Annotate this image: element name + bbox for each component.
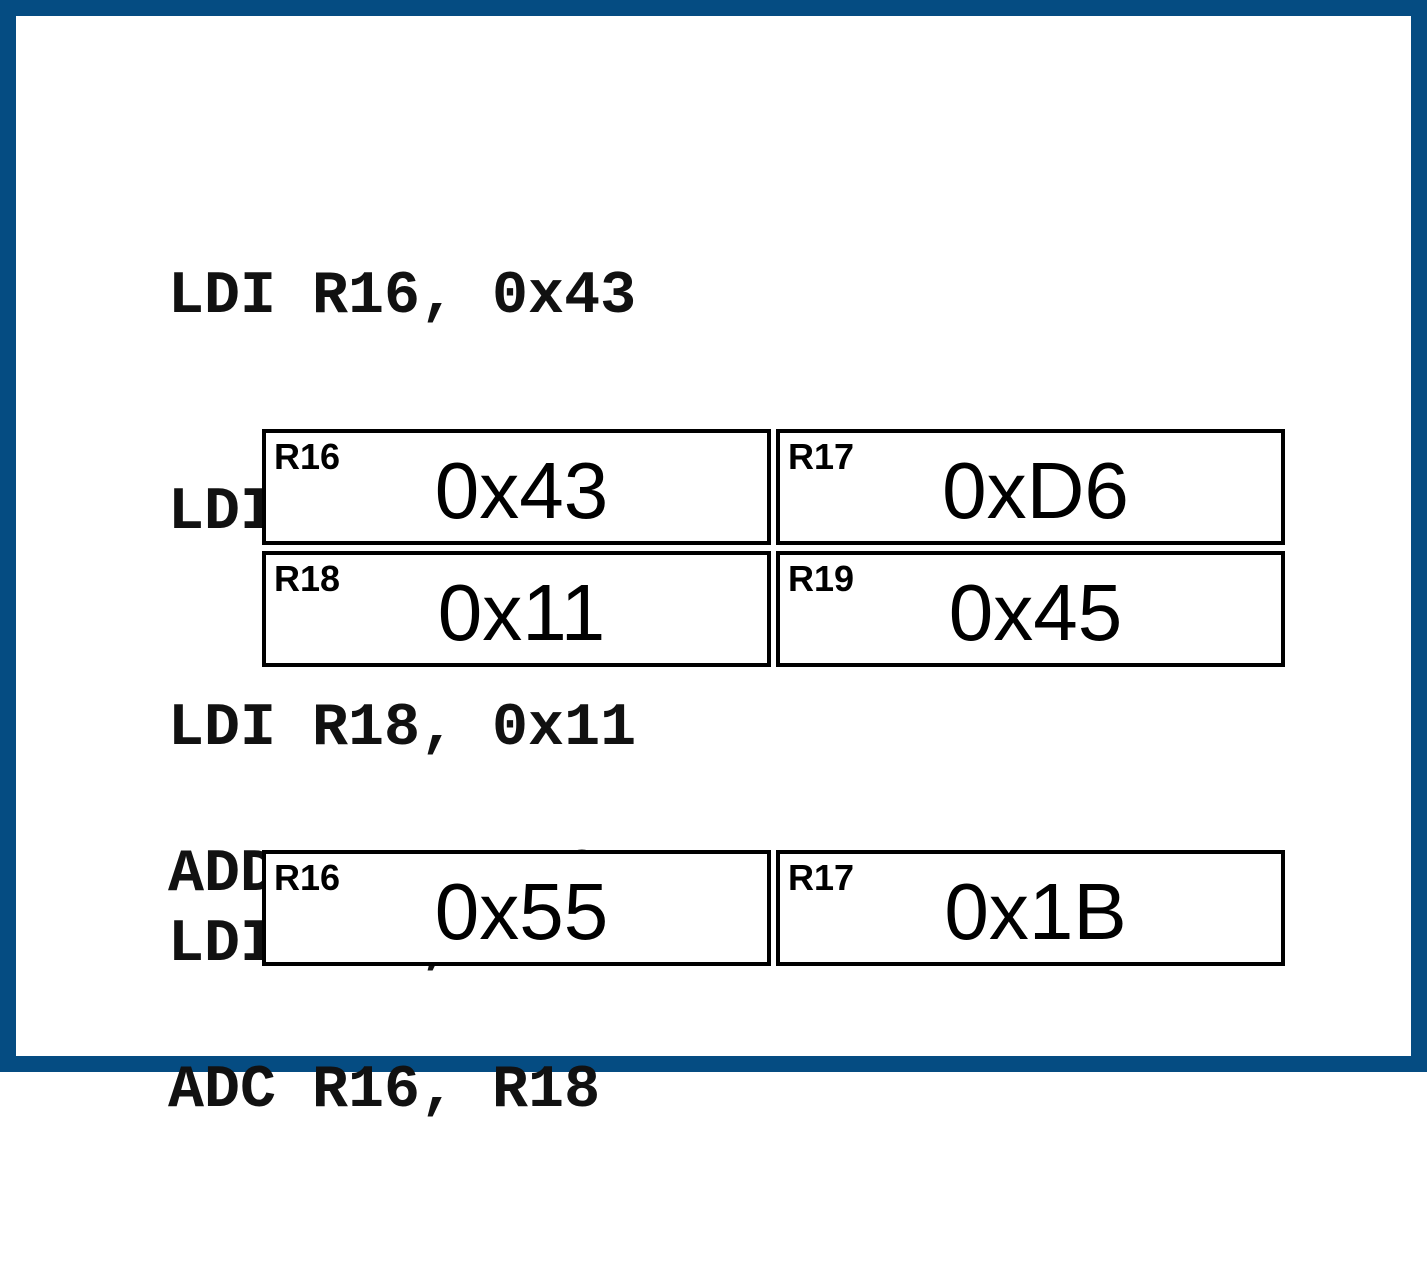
register-value: 0x55 bbox=[434, 867, 609, 956]
register-box-r18-initial: R18 0x11 bbox=[262, 551, 771, 667]
register-label: R18 bbox=[274, 558, 341, 599]
register-label: R19 bbox=[788, 558, 855, 599]
register-box-r16-result: R16 0x55 bbox=[262, 850, 771, 966]
slide-frame: LDI R16, 0x43 LDI R17, 0xD6 LDI R18, 0x1… bbox=[0, 0, 1427, 1125]
register-label: R17 bbox=[788, 436, 855, 477]
register-value: 0x43 bbox=[434, 446, 609, 535]
register-value: 0x11 bbox=[437, 568, 606, 657]
code-block-add: ADD R17, R19 ADC R16, R18 bbox=[168, 695, 600, 1271]
register-label: R16 bbox=[274, 436, 341, 477]
register-box-r19-initial: R19 0x45 bbox=[776, 551, 1285, 667]
register-value: 0x1B bbox=[944, 867, 1127, 956]
register-box-r17-initial: R17 0xD6 bbox=[776, 429, 1285, 545]
code-line: LDI R18, 0x11 bbox=[168, 695, 637, 763]
register-label: R17 bbox=[788, 857, 855, 898]
register-value: 0x45 bbox=[948, 568, 1123, 657]
register-box-r17-result: R17 0x1B bbox=[776, 850, 1285, 966]
code-line: ADC R16, R18 bbox=[168, 1057, 601, 1125]
register-box-r16-initial: R16 0x43 bbox=[262, 429, 771, 545]
code-line: LDI R16, 0x43 bbox=[168, 263, 637, 331]
register-label: R16 bbox=[274, 857, 341, 898]
register-value: 0xD6 bbox=[942, 446, 1129, 535]
